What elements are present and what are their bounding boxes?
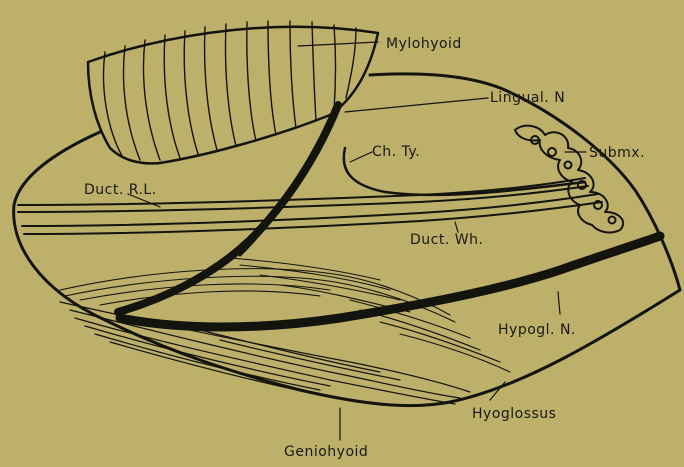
label-duct-wh: Duct. Wh. bbox=[410, 232, 483, 248]
label-mylohyoid: Mylohyoid bbox=[386, 36, 462, 52]
submandibular-gland bbox=[515, 126, 623, 233]
label-ch-ty: Ch. Ty. bbox=[372, 144, 420, 160]
region-outline bbox=[14, 74, 680, 406]
leader-ch-ty bbox=[350, 152, 372, 162]
leader-hypogl bbox=[558, 292, 560, 314]
leader-mylohyoid bbox=[298, 42, 378, 46]
label-geniohyoid: Geniohyoid bbox=[284, 444, 368, 460]
leader-duct-wh bbox=[455, 222, 458, 232]
label-hyoglossus: Hyoglossus bbox=[472, 406, 556, 422]
label-duct-rl: Duct. R.L. bbox=[84, 182, 157, 198]
label-lingual-n: Lingual. N bbox=[490, 90, 565, 106]
label-submx: Submx. bbox=[589, 145, 645, 161]
label-hypogl-n: Hypogl. N. bbox=[498, 322, 576, 338]
leader-lingual bbox=[345, 98, 488, 112]
